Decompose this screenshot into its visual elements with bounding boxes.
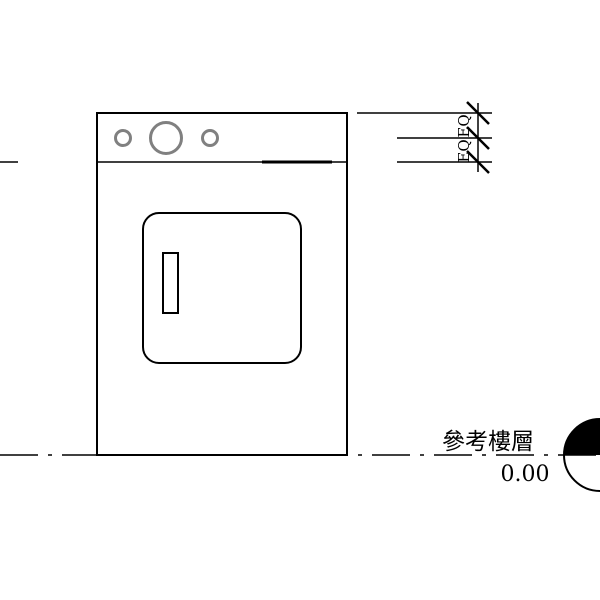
level-title: 參考樓層 (442, 429, 534, 455)
level-marker-fill (564, 419, 600, 455)
level-marker-circle (563, 418, 600, 492)
level-value: 0.00 (501, 462, 550, 487)
main-dial (149, 121, 183, 155)
small-knob-left (114, 129, 132, 147)
dimension-label-lower: EQ (455, 139, 473, 162)
tick-top (466, 101, 490, 125)
small-knob-right (201, 129, 219, 147)
dimension-chain: EQ EQ (357, 101, 492, 174)
washing-machine (96, 112, 348, 456)
level-marker: 參考樓層 0.00 (442, 418, 600, 492)
tick-bottom (466, 150, 490, 174)
dimension-label-upper: EQ (455, 114, 473, 137)
machine-body (96, 112, 348, 456)
door (142, 212, 302, 364)
door-handle (162, 252, 179, 314)
tick-middle (466, 126, 490, 150)
